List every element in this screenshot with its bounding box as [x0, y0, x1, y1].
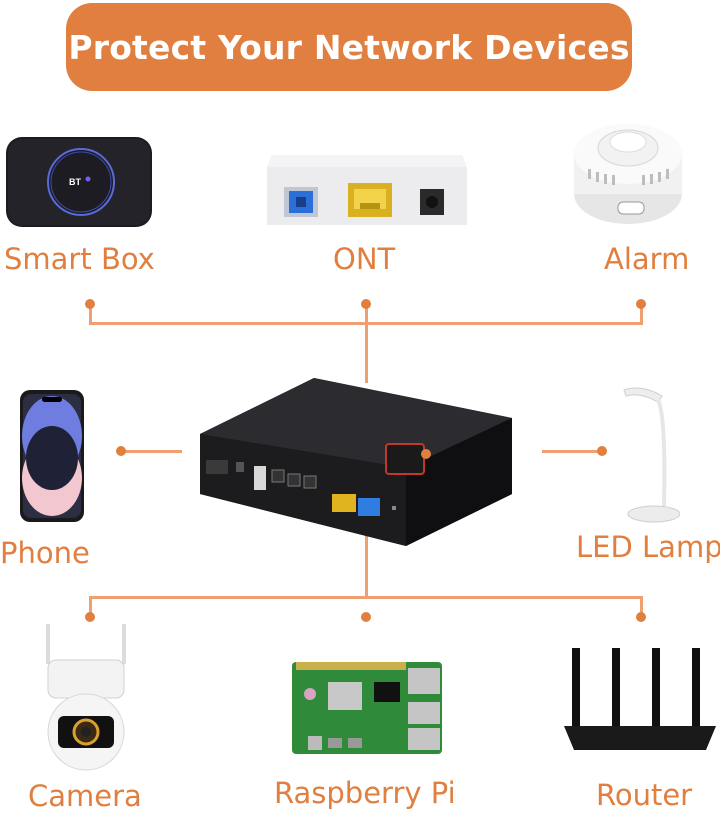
phone-label: Phone [0, 536, 90, 570]
led-lamp-image [618, 386, 681, 530]
top-right-stub [640, 303, 643, 325]
left-connector-line [120, 450, 182, 453]
connector-dot [361, 299, 371, 309]
svg-text:BT: BT [69, 177, 81, 187]
connector-dot [85, 299, 95, 309]
mini-ups-image [196, 376, 516, 552]
connector-dot [85, 612, 95, 622]
phone-image [18, 388, 86, 528]
connector-dot [636, 612, 646, 622]
raspberry-pi-image [288, 658, 446, 762]
connector-dot [116, 446, 126, 456]
router-image [560, 646, 720, 760]
alarm-image [568, 114, 688, 233]
led-lamp-label: LED Lamp [576, 530, 720, 564]
ont-label: ONT [333, 242, 396, 276]
bottom-left-stub [89, 596, 92, 618]
top-left-stub [89, 303, 92, 325]
connector-dot [361, 612, 371, 622]
connector-dot [597, 446, 607, 456]
bottom-right-stub [640, 596, 643, 618]
right-connector-line [542, 450, 602, 453]
smart-box-label: Smart Box [4, 242, 155, 276]
raspberry-pi-label: Raspberry Pi [274, 776, 456, 810]
router-label: Router [596, 778, 693, 812]
banner-title: Protect Your Network Devices [68, 27, 630, 67]
smart-box-image: BT [4, 135, 154, 234]
alarm-label: Alarm [604, 242, 690, 276]
bottom-connector-line [90, 596, 642, 599]
bottom-center-stub [365, 530, 368, 598]
ont-image [262, 147, 472, 236]
connector-dot [636, 299, 646, 309]
top-center-stub [365, 303, 368, 383]
camera-image [36, 620, 136, 784]
title-banner: Protect Your Network Devices [66, 3, 632, 91]
camera-label: Camera [28, 779, 142, 813]
